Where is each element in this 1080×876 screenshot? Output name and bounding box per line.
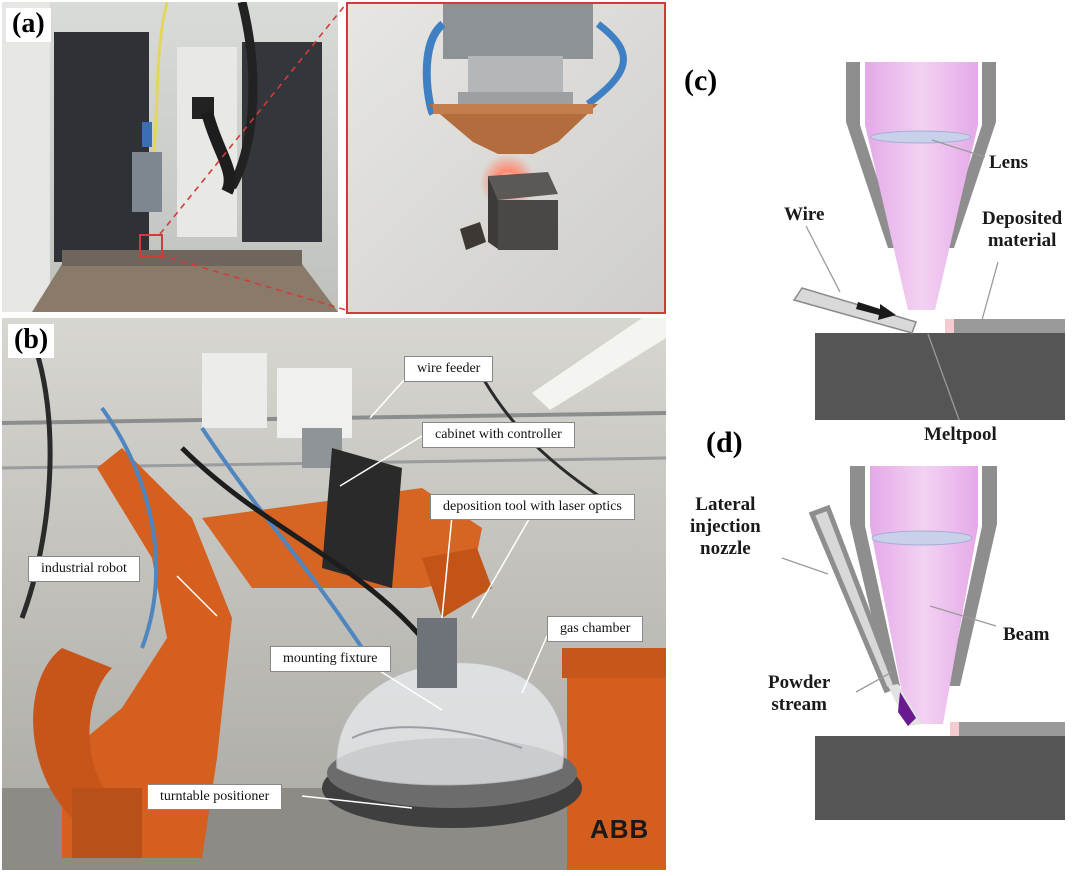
callout-turntable-positioner: turntable positioner	[147, 784, 283, 810]
wire-deposition-schematic	[792, 62, 1065, 420]
wire	[792, 287, 917, 334]
robot-photo-illustration	[2, 318, 666, 870]
deposited-material	[945, 319, 1065, 333]
laser-beam	[870, 466, 978, 724]
callout-wire-feeder: wire feeder	[404, 356, 494, 382]
nozzle-wall-left	[846, 62, 900, 248]
zoom-photo-illustration	[348, 4, 664, 312]
callout-mounting-fixture: mounting fixture	[270, 646, 391, 672]
label-wire: Wire	[784, 204, 825, 225]
label-lateral-injection-nozzle: Lateral injection nozzle	[690, 494, 761, 559]
callout-industrial-robot: industrial robot	[28, 556, 140, 582]
panel-d-letter: (d)	[706, 426, 743, 459]
powder-deposition-schematic	[781, 466, 1065, 820]
nozzle-wall-right	[942, 62, 996, 248]
wire-feed-arrow	[856, 302, 896, 320]
label-deposited-material: Deposited material	[982, 208, 1063, 251]
panel-a-letter: (a)	[6, 8, 51, 42]
label-meltpool: Meltpool	[924, 424, 997, 445]
panel-a-machine-photo: (a)	[2, 2, 338, 312]
callout-gas-chamber: gas chamber	[547, 616, 644, 642]
lens	[871, 530, 973, 546]
meltpool	[918, 324, 945, 333]
robot-brand-logo: ABB	[590, 814, 650, 844]
panel-c-letter: (c)	[684, 64, 718, 97]
label-lens: Lens	[989, 152, 1029, 173]
panel-b-letter: (b)	[8, 324, 55, 358]
machine-photo-illustration	[2, 2, 338, 312]
substrate	[815, 736, 1065, 820]
label-powder-stream: Powder stream	[768, 672, 831, 715]
lens	[870, 130, 972, 144]
panel-a-zoom-photo	[346, 2, 666, 314]
substrate	[815, 333, 1065, 420]
laser-beam	[865, 62, 978, 310]
callout-leader-lines	[176, 379, 548, 809]
nozzle-wall-right	[948, 466, 997, 686]
deposited-material	[950, 722, 1065, 736]
panel-b-robot-photo: (b) wire feeder cabinet with controller …	[2, 318, 666, 870]
callout-cabinet-with-controller: cabinet with controller	[422, 422, 575, 448]
callout-deposition-tool: deposition tool with laser optics	[430, 494, 635, 520]
nozzle-wall-left	[850, 466, 900, 686]
label-beam: Beam	[1003, 624, 1050, 645]
meltpool	[915, 725, 950, 736]
